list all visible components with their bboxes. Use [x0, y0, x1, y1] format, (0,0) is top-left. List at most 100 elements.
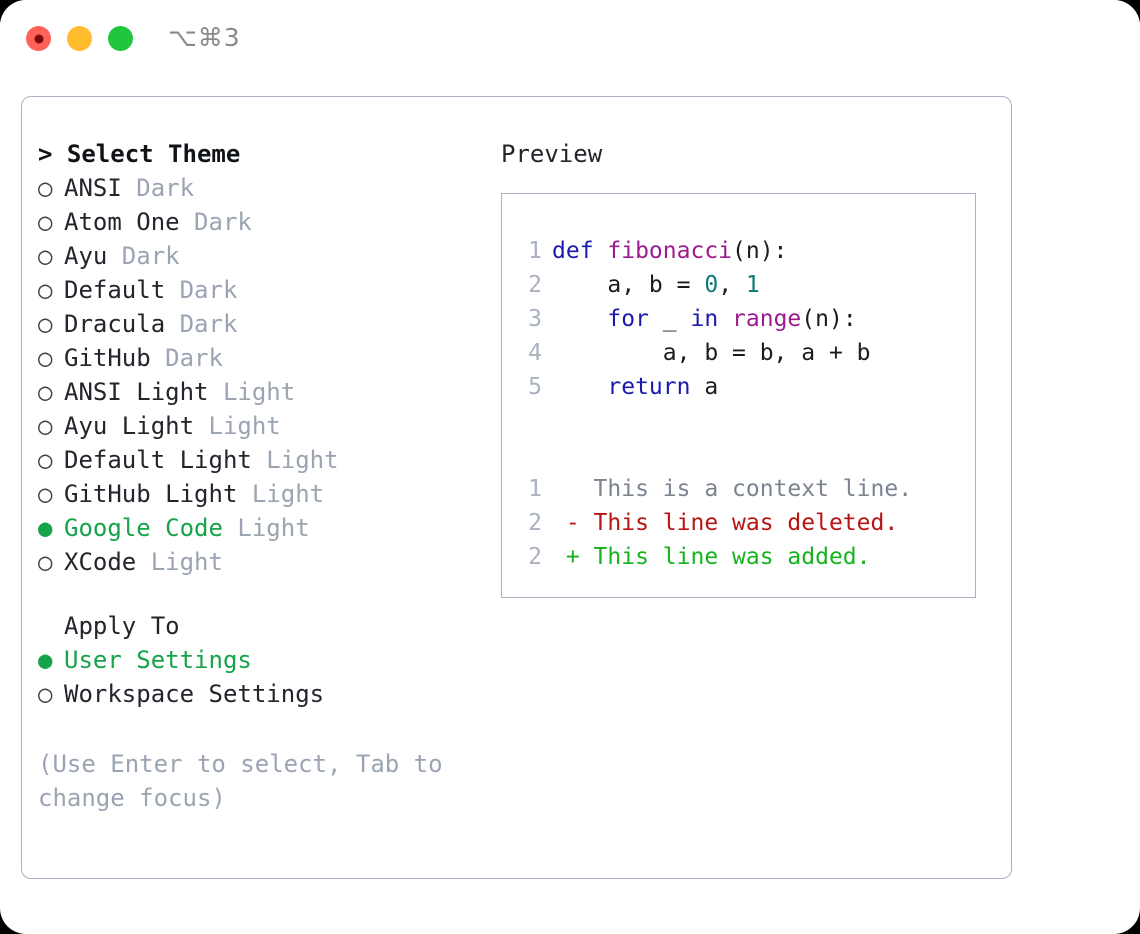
- theme-name: ANSI: [64, 174, 122, 202]
- main-panel: > Select Theme ○ANSI Dark○Atom One Dark○…: [21, 96, 1012, 879]
- theme-selector-column: > Select Theme ○ANSI Dark○Atom One Dark○…: [38, 137, 478, 815]
- code-token: [552, 374, 607, 400]
- code-line: 4 a, b = b, a + b: [502, 336, 975, 370]
- theme-list-item[interactable]: ○ Ayu Light Light: [38, 409, 478, 443]
- theme-list-item[interactable]: ○ Ayu Dark: [38, 239, 478, 273]
- theme-list-item[interactable]: ○Atom One Dark: [38, 205, 478, 239]
- theme-list-item[interactable]: ○ ANSI Light Light: [38, 375, 478, 409]
- diff-line-number: 1: [528, 476, 542, 502]
- diff-line: 2 - This line was deleted.: [502, 506, 975, 540]
- code-token: def: [552, 238, 608, 264]
- minimize-button[interactable]: [67, 26, 92, 51]
- diff-line: 1 This is a context line.: [502, 472, 975, 506]
- select-theme-header: > Select Theme: [38, 140, 241, 168]
- theme-list-item[interactable]: ○ Default Dark: [38, 273, 478, 307]
- code-line: 2 a, b = 0, 1: [502, 268, 975, 302]
- theme-name: Default Light: [64, 446, 252, 474]
- radio-unselected-icon[interactable]: ○: [38, 242, 53, 270]
- theme-name: GitHub Light: [64, 480, 238, 508]
- apply-to-label: Workspace Settings: [64, 680, 325, 708]
- line-number: 3: [528, 306, 542, 332]
- theme-kind-badge: Light: [251, 446, 339, 474]
- theme-name: Default: [64, 276, 166, 304]
- theme-name: Ayu: [64, 242, 108, 270]
- radio-unselected-icon[interactable]: ○: [38, 680, 53, 708]
- radio-unselected-icon[interactable]: ○: [38, 446, 53, 474]
- code-token: a: [690, 374, 719, 400]
- code-diff-gap: [502, 404, 975, 438]
- diff-marker: [552, 476, 580, 502]
- diff-text: This line was deleted.: [579, 510, 899, 536]
- code-line: 3 for _ in range(n):: [502, 302, 975, 336]
- diff-marker: +: [552, 544, 580, 570]
- radio-unselected-icon[interactable]: ○: [38, 344, 53, 372]
- diff-marker: -: [552, 510, 580, 536]
- radio-unselected-icon[interactable]: ○: [38, 480, 53, 508]
- theme-kind-badge: Dark: [107, 242, 180, 270]
- apply-to-list: ●User Settings ○ Workspace Settings: [38, 643, 478, 711]
- diff-sample: 1 This is a context line.2 - This line w…: [502, 472, 975, 574]
- theme-kind-badge: Dark: [121, 174, 195, 202]
- diff-line: 2 + This line was added.: [502, 540, 975, 574]
- theme-list: ○ANSI Dark○Atom One Dark○Ayu Dark○Defaul…: [38, 171, 478, 579]
- keyboard-hint: (Use Enter to select, Tab to change focu…: [38, 750, 458, 812]
- theme-list-item[interactable]: ○XCode Light: [38, 545, 478, 579]
- apply-to-option[interactable]: ●User Settings: [38, 643, 478, 677]
- theme-list-item[interactable]: ○ Dracula Dark: [38, 307, 478, 341]
- theme-name: Google Code: [64, 514, 223, 542]
- hint-spacer: [38, 711, 478, 747]
- close-button[interactable]: [26, 26, 51, 51]
- theme-list-item[interactable]: ● Google Code Light: [38, 511, 478, 545]
- theme-list-item[interactable]: ○ ANSI Dark: [38, 171, 478, 205]
- theme-list-item[interactable]: ○GitHub Dark: [38, 341, 478, 375]
- theme-kind-badge: Dark: [165, 276, 238, 304]
- radio-unselected-icon[interactable]: ○: [38, 174, 53, 202]
- window-controls: [26, 26, 133, 51]
- line-number: 4: [528, 340, 542, 366]
- maximize-button[interactable]: [108, 26, 133, 51]
- code-diff-gap-2: [502, 438, 975, 472]
- radio-unselected-icon[interactable]: ○: [38, 378, 53, 406]
- code-token: ,: [718, 272, 746, 298]
- apply-to-option[interactable]: ○ Workspace Settings: [38, 677, 478, 711]
- theme-name: ANSI Light: [64, 378, 209, 406]
- keyboard-shortcut-label: ⌥⌘3: [168, 23, 241, 52]
- line-number: 1: [528, 238, 542, 264]
- theme-name: Dracula: [64, 310, 166, 338]
- code-token: a, b = b, a + b: [552, 340, 871, 366]
- theme-name: GitHub: [64, 344, 151, 372]
- code-token: (n):: [732, 238, 788, 264]
- preview-label: Preview: [501, 140, 603, 168]
- apply-to-header: Apply To: [64, 612, 180, 640]
- code-token: return: [607, 374, 691, 400]
- code-token: (n):: [801, 306, 857, 332]
- code-line: 5 return a: [502, 370, 975, 404]
- theme-kind-badge: Light: [194, 412, 281, 440]
- radio-unselected-icon[interactable]: ○: [38, 412, 53, 440]
- theme-kind-badge: Dark: [165, 310, 238, 338]
- radio-selected-icon[interactable]: ●: [38, 646, 53, 674]
- line-number: 2: [528, 272, 542, 298]
- code-token: 1: [745, 272, 760, 298]
- theme-list-item[interactable]: ○ GitHub Light Light: [38, 477, 478, 511]
- radio-unselected-icon[interactable]: ○: [38, 310, 53, 338]
- code-token: _: [648, 306, 691, 332]
- code-token: in: [690, 306, 719, 332]
- theme-kind-badge: Light: [237, 480, 325, 508]
- theme-kind-badge: Light: [222, 514, 310, 542]
- radio-selected-icon[interactable]: ●: [38, 514, 53, 542]
- theme-kind-badge: Light: [208, 378, 296, 406]
- radio-unselected-icon[interactable]: ○: [38, 208, 53, 236]
- diff-line-number: 2: [528, 544, 542, 570]
- theme-name: Ayu Light: [64, 412, 195, 440]
- radio-unselected-icon[interactable]: ○: [38, 548, 53, 576]
- line-number: 5: [528, 374, 542, 400]
- diff-text: This line was added.: [579, 544, 871, 570]
- theme-list-item[interactable]: ○ Default Light Light: [38, 443, 478, 477]
- radio-unselected-icon[interactable]: ○: [38, 276, 53, 304]
- theme-kind-badge: Light: [136, 548, 223, 576]
